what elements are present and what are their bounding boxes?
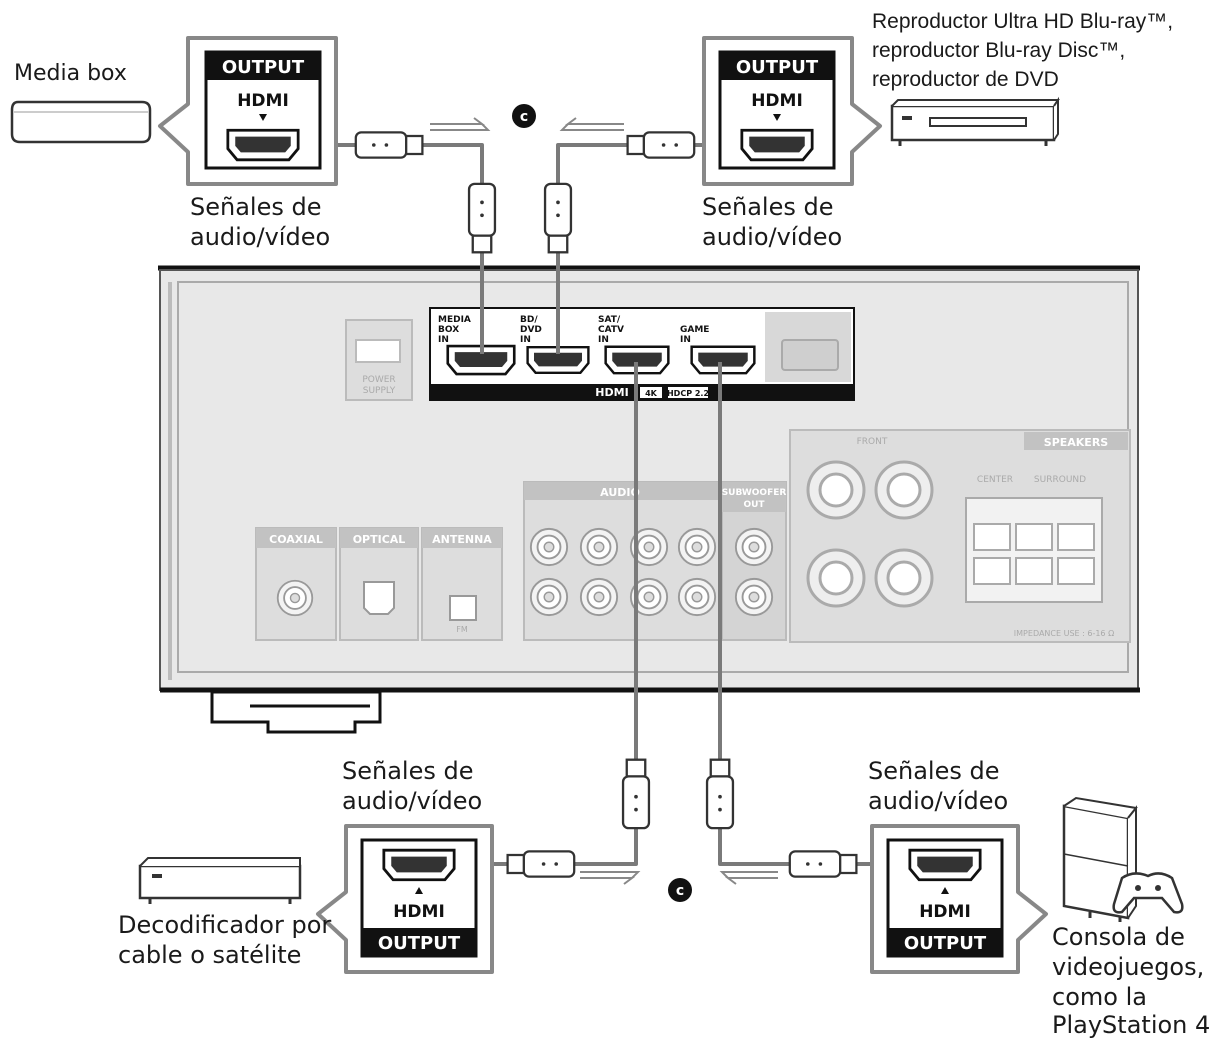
front-label: FRONT bbox=[857, 437, 888, 447]
marker-top-label: c bbox=[520, 109, 528, 125]
audio-inputs: AUDIO SUBWOOFER OUT bbox=[523, 481, 787, 641]
plug-media-box-receiver bbox=[467, 182, 497, 254]
bluray-label-line-2: reproductor Blu-ray Disc™, bbox=[872, 39, 1126, 62]
cable-media-box-b bbox=[420, 143, 484, 188]
hdmi-in-panel: MEDIA BOX IN BD/ DVD IN SAT/ CATV IN GAM… bbox=[429, 307, 855, 401]
output-label: OUTPUT bbox=[736, 57, 819, 78]
arrow-top-left bbox=[430, 117, 491, 131]
port-sat-label-3: IN bbox=[598, 335, 609, 345]
console-label-line-2: videojuegos, bbox=[1052, 953, 1205, 981]
port-game-label-2: IN bbox=[680, 335, 691, 345]
signals-bottom-right-line-2: audio/vídeo bbox=[868, 787, 1009, 815]
hdmi-output-port bbox=[908, 848, 982, 882]
hdmi-label: HDMI bbox=[751, 91, 803, 111]
plug-bluray-source bbox=[626, 131, 696, 159]
audio-label: AUDIO bbox=[600, 486, 640, 499]
callout-console-output: HDMI OUTPUT bbox=[870, 824, 1048, 974]
plug-sat-source bbox=[506, 850, 576, 878]
coaxial-label: COAXIAL bbox=[269, 533, 323, 546]
plug-media-box-source bbox=[354, 131, 424, 159]
media-box-label: Media box bbox=[14, 61, 127, 86]
c-markers: c c bbox=[512, 104, 692, 902]
plug-sat-receiver bbox=[621, 758, 651, 830]
game-console-device bbox=[1062, 796, 1184, 922]
console-label-line-1: Consola de bbox=[1052, 923, 1185, 951]
hdmi-output-port bbox=[382, 848, 456, 882]
marker-bottom-label: c bbox=[676, 883, 684, 899]
badge-4k: 4K bbox=[645, 389, 658, 398]
port-media-label-1: MEDIA bbox=[438, 315, 471, 325]
plug-bluray-receiver bbox=[543, 182, 573, 254]
impedance-label: IMPEDANCE USE : 6-16 Ω bbox=[1014, 629, 1114, 638]
subwoofer-label-1: SUBWOOFER bbox=[722, 488, 787, 498]
arrow-top-right bbox=[559, 117, 624, 131]
port-bd-label-1: BD/ bbox=[520, 315, 538, 325]
plug-game-source bbox=[788, 850, 858, 878]
badge-hdcp: HDCP 2.2 bbox=[667, 389, 709, 398]
hdmi-port-game bbox=[690, 345, 756, 375]
decoder-label-line-1: Decodificador por bbox=[118, 911, 332, 939]
antenna-label: ANTENNA bbox=[432, 533, 492, 546]
power-supply-port: POWER SUPPLY bbox=[345, 319, 413, 401]
signals-top-right-line-1: Señales de bbox=[702, 193, 834, 221]
port-sat-label-1: SAT/ bbox=[598, 315, 621, 325]
arrow-bottom-left bbox=[580, 871, 641, 885]
media-box-device bbox=[10, 100, 152, 144]
hdmi-label: HDMI bbox=[237, 91, 289, 111]
signals-bottom-left-line-1: Señales de bbox=[342, 757, 474, 785]
cable-game-b bbox=[718, 826, 790, 866]
signals-top-left-line-1: Señales de bbox=[190, 193, 322, 221]
power-label-2: SUPPLY bbox=[363, 386, 396, 396]
hdmi-output-port bbox=[226, 128, 300, 162]
output-label: OUTPUT bbox=[222, 57, 305, 78]
arrow-bottom-right bbox=[719, 871, 778, 885]
cable-sat-b bbox=[574, 826, 638, 866]
marker-top bbox=[512, 104, 536, 128]
decoder-device bbox=[138, 857, 302, 904]
center-label: CENTER bbox=[977, 475, 1013, 485]
console-label-line-4: PlayStation 4 bbox=[1052, 1011, 1211, 1039]
port-sat-label-2: CATV bbox=[598, 325, 624, 335]
output-label: OUTPUT bbox=[378, 933, 461, 954]
surround-label: SURROUND bbox=[1034, 475, 1086, 485]
signals-bottom-left-line-2: audio/vídeo bbox=[342, 787, 483, 815]
speakers-label: SPEAKERS bbox=[1044, 436, 1109, 449]
bluray-player-device bbox=[890, 96, 1060, 146]
speaker-terminals: SPEAKERS FRONT CENTER SURROUND IMPEDANCE… bbox=[789, 429, 1131, 643]
decoder-label-line-2: cable o satélite bbox=[118, 941, 302, 969]
cable-bluray-b bbox=[556, 143, 630, 188]
port-media-label-2: BOX bbox=[438, 325, 459, 335]
signal-arrows bbox=[430, 117, 778, 885]
signals-top-left-line-2: audio/vídeo bbox=[190, 223, 331, 251]
gamepad-icon bbox=[1112, 872, 1184, 914]
port-game-label-1: GAME bbox=[680, 325, 709, 335]
subwoofer-label-2: OUT bbox=[743, 500, 765, 510]
marker-bottom bbox=[668, 878, 692, 902]
callout-media-box-output: OUTPUT HDMI bbox=[158, 36, 338, 186]
optical-label: OPTICAL bbox=[353, 533, 406, 546]
fm-label: FM bbox=[456, 625, 468, 634]
digital-inputs: COAXIAL OPTICAL ANTENNA FM bbox=[255, 527, 503, 641]
bluray-label-line-1: Reproductor Ultra HD Blu-ray™, bbox=[872, 10, 1174, 33]
hdmi-panel-footer: HDMI bbox=[595, 386, 628, 399]
console-label-line-3: como la bbox=[1052, 983, 1147, 1011]
callout-decoder-output: HDMI OUTPUT bbox=[316, 824, 494, 974]
port-bd-label-2: DVD bbox=[520, 325, 542, 335]
power-label-1: POWER bbox=[362, 375, 395, 385]
hdmi-label: HDMI bbox=[919, 902, 971, 922]
port-media-label-3: IN bbox=[438, 335, 449, 345]
callout-bluray-output: OUTPUT HDMI bbox=[702, 36, 882, 186]
bluray-label-line-3: reproductor de DVD bbox=[872, 68, 1059, 91]
port-bd-label-3: IN bbox=[520, 335, 531, 345]
plug-game-receiver bbox=[705, 758, 735, 830]
receiver: POWER SUPPLY MEDIA BOX IN BD/ DVD IN SAT… bbox=[158, 265, 1140, 734]
output-label: OUTPUT bbox=[904, 933, 987, 954]
signals-top-right-line-2: audio/vídeo bbox=[702, 223, 843, 251]
hdmi-label: HDMI bbox=[393, 902, 445, 922]
signals-bottom-right-line-1: Señales de bbox=[868, 757, 1000, 785]
hdmi-output-port bbox=[740, 128, 814, 162]
